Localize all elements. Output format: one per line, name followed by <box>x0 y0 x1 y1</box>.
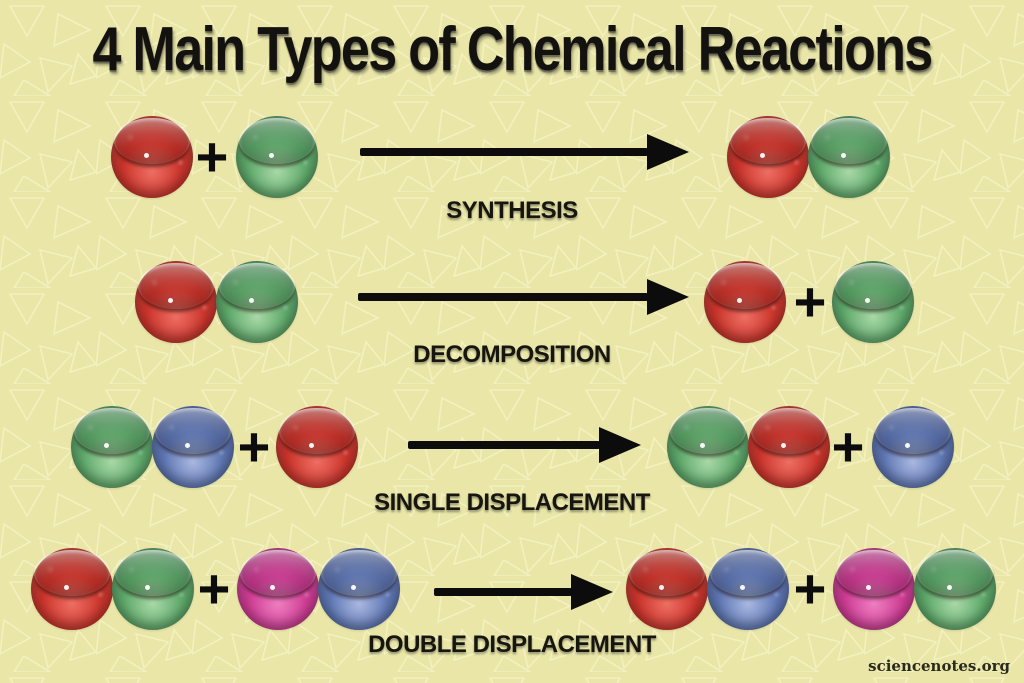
reaction-arrow <box>408 441 600 449</box>
blue-sphere <box>152 406 234 488</box>
reaction-arrow <box>434 588 572 596</box>
reaction-label-decomposition: DECOMPOSITION <box>413 341 611 368</box>
red-sphere <box>31 548 113 630</box>
reaction-label-synthesis: SYNTHESIS <box>446 197 578 224</box>
green-sphere <box>832 261 914 343</box>
reaction-arrow <box>358 293 648 301</box>
green-sphere <box>914 548 996 630</box>
green-sphere <box>667 406 749 488</box>
red-sphere <box>748 406 830 488</box>
plus-sign: + <box>831 415 865 478</box>
red-sphere <box>135 261 217 343</box>
pink-sphere <box>237 548 319 630</box>
red-sphere <box>626 548 708 630</box>
reaction-label-single-displacement: SINGLE DISPLACEMENT <box>374 489 650 516</box>
red-sphere <box>111 116 193 198</box>
green-sphere <box>71 406 153 488</box>
red-sphere <box>727 116 809 198</box>
green-sphere <box>808 116 890 198</box>
red-sphere <box>704 261 786 343</box>
blue-sphere <box>318 548 400 630</box>
red-sphere <box>276 406 358 488</box>
plus-sign: + <box>195 125 229 188</box>
watermark: sciencenotes.org <box>868 657 1010 675</box>
green-sphere <box>112 548 194 630</box>
plus-sign: + <box>793 557 827 620</box>
page-title: 4 Main Types of Chemical Reactions <box>92 15 933 84</box>
reaction-label-double-displacement: DOUBLE DISPLACEMENT <box>368 631 656 658</box>
plus-sign: + <box>793 270 827 333</box>
reaction-arrow <box>360 148 648 156</box>
green-sphere <box>236 116 318 198</box>
plus-sign: + <box>197 557 231 620</box>
green-sphere <box>216 261 298 343</box>
blue-sphere <box>707 548 789 630</box>
pink-sphere <box>833 548 915 630</box>
blue-sphere <box>872 406 954 488</box>
plus-sign: + <box>237 415 271 478</box>
